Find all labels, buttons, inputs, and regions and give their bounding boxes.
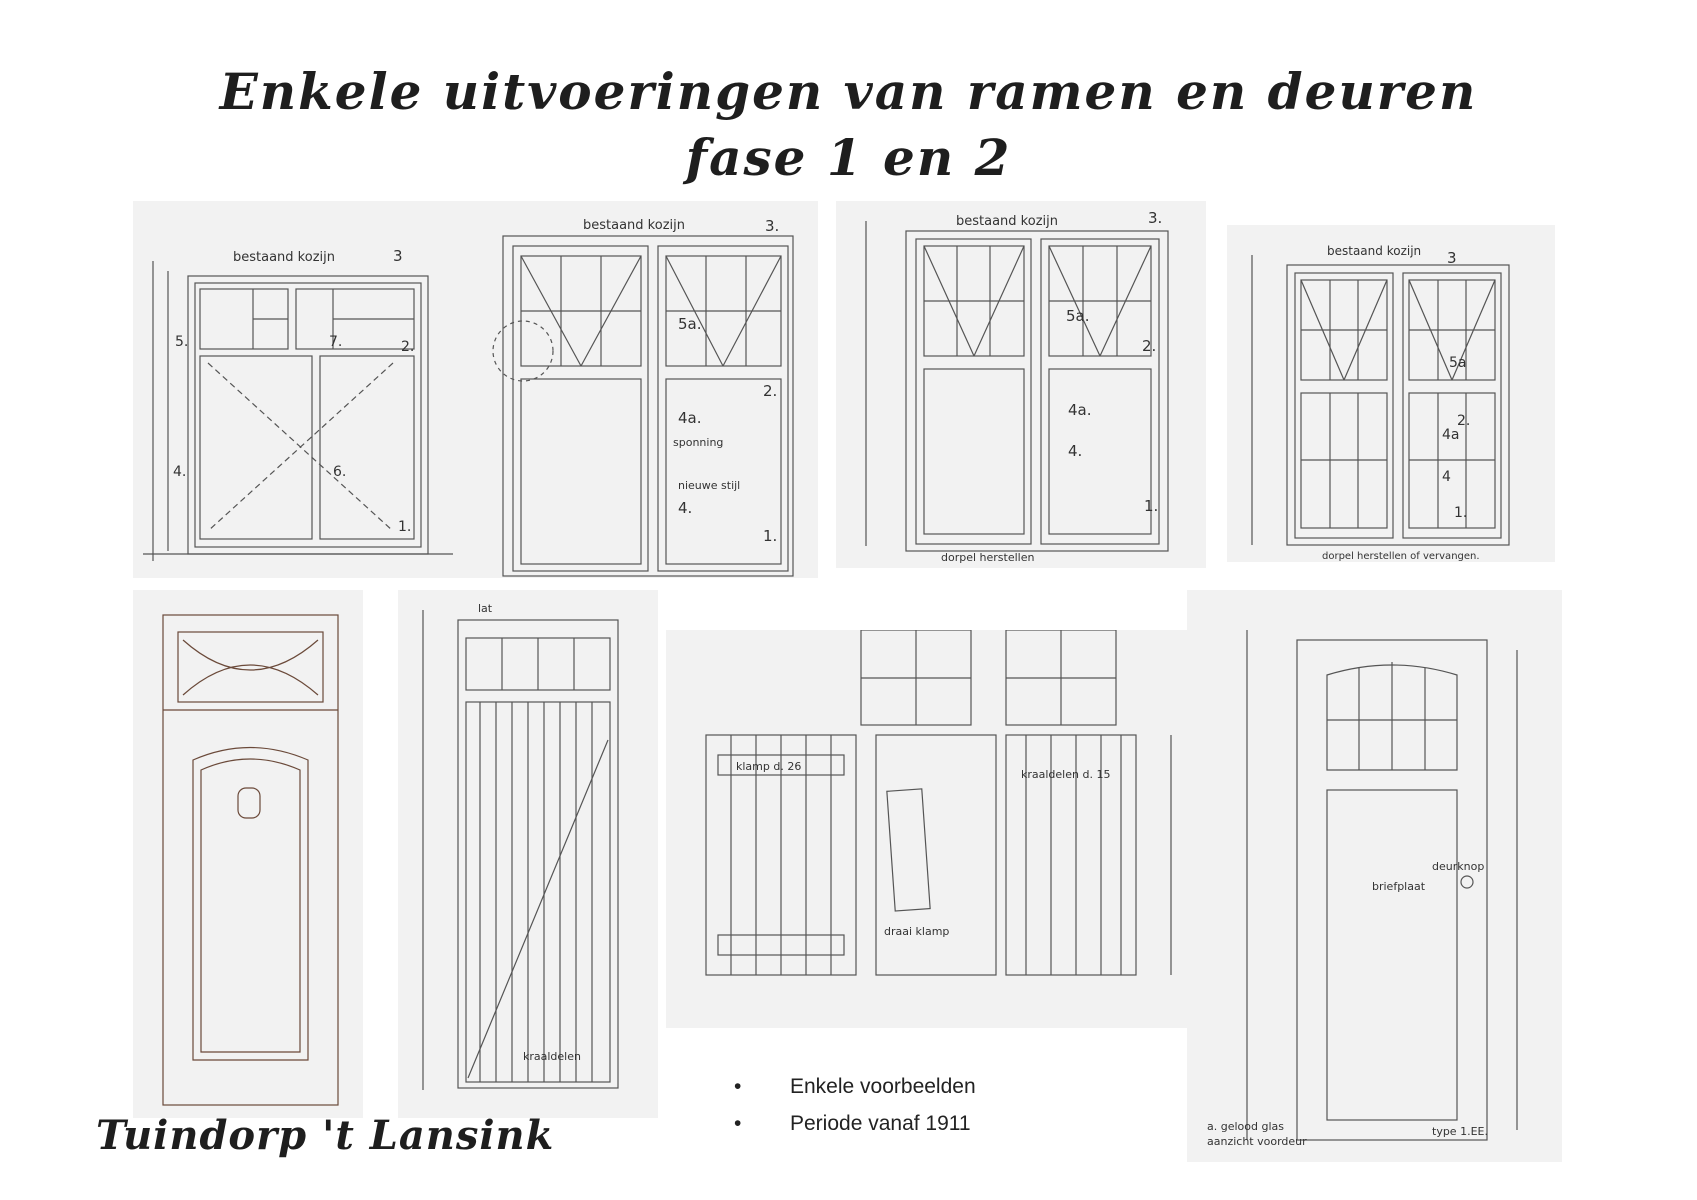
d4-num-4: 4 bbox=[1442, 469, 1451, 485]
d4-label-top: bestaand kozijn bbox=[1327, 244, 1421, 258]
bullet-dot-icon: • bbox=[734, 1112, 742, 1135]
d3-num-2: 2. bbox=[1142, 337, 1156, 355]
d2-num-1: 1. bbox=[763, 527, 777, 545]
d8-aanzicht-voordeur: aanzicht voordeur bbox=[1207, 1135, 1307, 1148]
shutters-sketch-7: klamp d. 26 kraaldelen d. 15 draai klamp bbox=[705, 630, 1172, 976]
bullet-item: • Periode vanaf 1911 bbox=[730, 1105, 976, 1142]
d3-num-3: 3. bbox=[1148, 209, 1162, 227]
d2-nieuwe-stijl: nieuwe stijl bbox=[678, 479, 740, 492]
drawing-window-1: bestaand kozijn 3 5. 7. 2. 4. 6. 1. bbox=[133, 201, 463, 578]
d3-num-1: 1. bbox=[1144, 497, 1158, 515]
d3-label-top: bestaand kozijn bbox=[956, 214, 1058, 229]
window-sketch-2: bestaand kozijn 3. 5a. 2. 4a. sponning n… bbox=[492, 217, 794, 577]
page-subtitle: fase 1 en 2 bbox=[685, 128, 1012, 187]
drawing-door-5 bbox=[133, 590, 363, 1118]
d7-klamp: klamp d. 26 bbox=[736, 760, 801, 773]
bullet-list: • Enkele voorbeelden • Periode vanaf 1911 bbox=[730, 1068, 976, 1142]
d4-num-1: 1. bbox=[1454, 505, 1467, 521]
drawing-door-6: lat kraaldelen bbox=[398, 590, 658, 1118]
d3-label-bottom: dorpel herstellen bbox=[941, 551, 1034, 564]
d4-num-3: 3 bbox=[1447, 249, 1457, 267]
d1-num-5: 5. bbox=[175, 334, 188, 350]
d1-label-top: bestaand kozijn bbox=[233, 250, 335, 265]
d1-num-4: 4. bbox=[173, 464, 186, 480]
d4-num-5a: 5a bbox=[1449, 355, 1467, 371]
window-sketch-1: bestaand kozijn 3 5. 7. 2. 4. 6. 1. bbox=[143, 247, 453, 561]
page-title: Enkele uitvoeringen van ramen en deuren bbox=[219, 62, 1478, 121]
d6-label-bottom: kraaldelen bbox=[523, 1050, 581, 1063]
d3-num-4: 4. bbox=[1068, 442, 1082, 460]
door-sketch-6: lat kraaldelen bbox=[422, 602, 619, 1090]
door-sketch-8: deurknop briefplaat a. gelood glas aanzi… bbox=[1207, 630, 1518, 1148]
door-sketch-5 bbox=[162, 614, 339, 1106]
d8-briefplaat: briefplaat bbox=[1372, 880, 1426, 893]
d1-num-6: 6. bbox=[333, 464, 346, 480]
bullet-text: Periode vanaf 1911 bbox=[790, 1112, 971, 1135]
drawing-shutters-7: klamp d. 26 kraaldelen d. 15 draai klamp bbox=[666, 630, 1206, 1028]
drawing-door-8: deurknop briefplaat a. gelood glas aanzi… bbox=[1187, 590, 1562, 1162]
d1-num-1: 1. bbox=[398, 519, 411, 535]
d4-num-2: 2. bbox=[1457, 413, 1470, 429]
d2-sponning: sponning bbox=[673, 436, 723, 449]
window-sketch-4: bestaand kozijn 3 5a 2. 4a 4 1. dorpel h… bbox=[1251, 244, 1510, 562]
bullet-text: Enkele voorbeelden bbox=[790, 1075, 976, 1098]
footer-title: Tuindorp 't Lansink bbox=[96, 1112, 555, 1159]
d2-num-4a: 4a. bbox=[678, 409, 702, 427]
d3-num-5a: 5a. bbox=[1066, 307, 1090, 325]
d8-gelood-glas: a. gelood glas bbox=[1207, 1120, 1284, 1133]
d2-num-4: 4. bbox=[678, 499, 692, 517]
d8-deurknop: deurknop bbox=[1432, 860, 1484, 873]
d2-num-5a: 5a. bbox=[678, 315, 702, 333]
d2-label-top: bestaand kozijn bbox=[583, 218, 685, 233]
d4-label-bottom: dorpel herstellen of vervangen. bbox=[1322, 551, 1480, 562]
window-sketch-3: bestaand kozijn 3. 5a. 2. 4a. 4. 1. dorp… bbox=[865, 209, 1169, 564]
d3-num-4a: 4a. bbox=[1068, 401, 1092, 419]
d1-num-7: 7. bbox=[329, 334, 342, 350]
bullet-dot-icon: • bbox=[734, 1075, 742, 1098]
drawing-window-2: bestaand kozijn 3. 5a. 2. 4a. sponning n… bbox=[463, 201, 818, 578]
bullet-item: • Enkele voorbeelden bbox=[730, 1068, 976, 1105]
drawing-window-3: bestaand kozijn 3. 5a. 2. 4a. 4. 1. dorp… bbox=[836, 201, 1206, 568]
d1-num-3: 3 bbox=[393, 247, 403, 265]
d8-type: type 1.EE. bbox=[1432, 1125, 1488, 1138]
d4-num-4a: 4a bbox=[1442, 427, 1460, 443]
d7-kraaldelen: kraaldelen d. 15 bbox=[1021, 768, 1110, 781]
drawing-window-4: bestaand kozijn 3 5a 2. 4a 4 1. dorpel h… bbox=[1227, 225, 1555, 562]
d6-label-top: lat bbox=[478, 602, 493, 615]
d2-num-3: 3. bbox=[765, 217, 779, 235]
d1-num-2: 2. bbox=[401, 339, 414, 355]
d2-num-2: 2. bbox=[763, 382, 777, 400]
d7-draai-klamp: draai klamp bbox=[884, 925, 949, 938]
